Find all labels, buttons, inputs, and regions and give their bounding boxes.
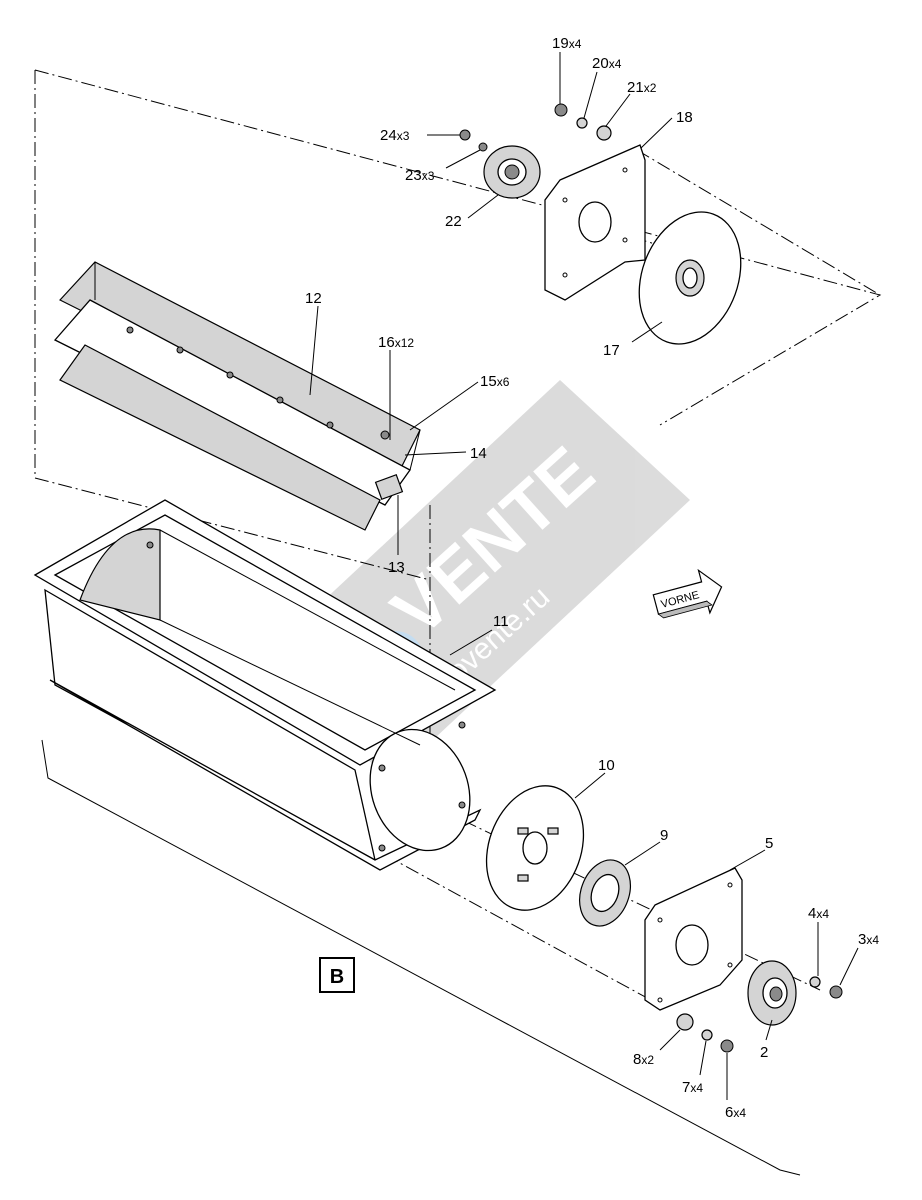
washer-21 — [596, 125, 612, 141]
flange-bearing-22 — [483, 145, 541, 199]
direction-arrow: VORNE — [652, 568, 723, 619]
callout-11: 11 — [493, 613, 509, 630]
callout-22: 22 — [445, 213, 462, 230]
rotor-12 — [53, 261, 421, 531]
callout-3: 3x4 — [858, 931, 879, 948]
callout-23: 23x3 — [405, 167, 435, 184]
callout-5: 5 — [765, 835, 773, 852]
washer-4 — [809, 976, 821, 988]
flange-bearing-2 — [747, 960, 797, 1026]
callout-7: 7x4 — [682, 1079, 703, 1096]
callouts: 19x4 20x4 21x2 18 24x3 23x3 22 17 12 16x… — [305, 35, 879, 1121]
callout-24: 24x3 — [380, 127, 410, 144]
callout-16: 16x12 — [378, 334, 414, 351]
callout-8: 8x2 — [633, 1051, 654, 1068]
bolt-8 — [676, 1013, 694, 1031]
washer-7 — [701, 1029, 713, 1041]
washer-20 — [576, 117, 588, 129]
callout-9: 9 — [660, 827, 668, 844]
callout-13: 13 — [388, 559, 405, 576]
callout-20: 20x4 — [592, 55, 622, 72]
section-label: B — [330, 966, 344, 988]
section-label-box: B — [319, 957, 355, 993]
disc-10 — [485, 785, 585, 911]
callout-21: 21x2 — [627, 79, 657, 96]
callout-15: 15x6 — [480, 373, 510, 390]
callout-12: 12 — [305, 290, 322, 307]
callout-4: 4x4 — [808, 905, 829, 922]
ring-9 — [579, 859, 631, 927]
nut-19 — [554, 103, 568, 117]
callout-17: 17 — [603, 342, 620, 359]
leader-lines — [309, 52, 859, 1100]
callout-18: 18 — [676, 109, 693, 126]
disc-17 — [638, 211, 742, 345]
end-plate-5 — [644, 867, 743, 1011]
callout-19: 19x4 — [552, 35, 582, 52]
nut-3 — [829, 985, 843, 999]
bolt-23 — [478, 142, 488, 152]
callout-6: 6x4 — [725, 1104, 746, 1121]
housing-11 — [33, 499, 497, 871]
nut-6 — [720, 1039, 734, 1053]
callout-14: 14 — [470, 445, 487, 462]
end-plate-18 — [544, 144, 646, 301]
callout-10: 10 — [598, 757, 615, 774]
callout-2: 2 — [760, 1044, 768, 1061]
bolt-24 — [459, 129, 471, 141]
